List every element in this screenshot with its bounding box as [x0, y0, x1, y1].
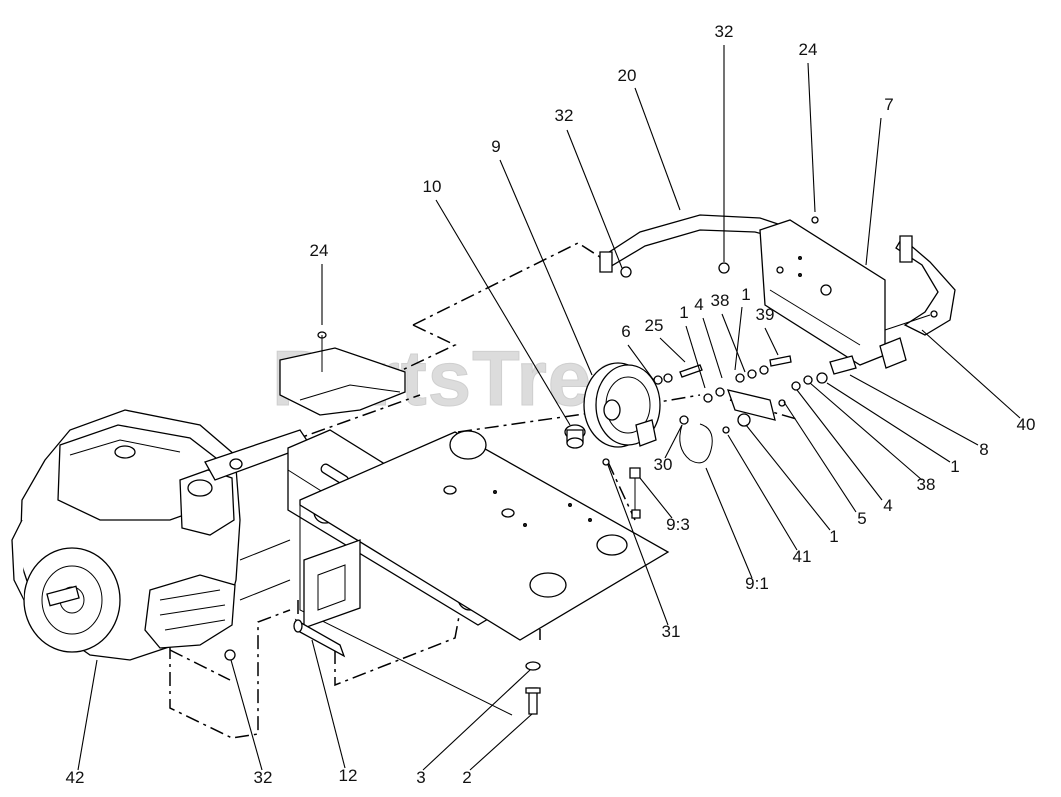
callout-c-32b: 32 — [555, 106, 574, 125]
callout-c-9-1: 9:1 — [745, 574, 769, 593]
callout-c-38b: 38 — [917, 475, 936, 494]
callout-c-9: 9 — [491, 137, 500, 156]
leader-lines — [77, 45, 1021, 771]
callout-c-1d: 1 — [829, 527, 838, 546]
callout-c-25: 25 — [645, 316, 664, 335]
callout-c-38a: 38 — [711, 291, 730, 310]
upper-left-bracket — [279, 331, 406, 416]
callout-c-32a: 32 — [715, 22, 734, 41]
callout-c-32c: 32 — [254, 768, 273, 787]
callout-c-24b: 24 — [310, 241, 329, 260]
callout-c-1b: 1 — [679, 303, 688, 322]
callout-c-39: 39 — [756, 305, 775, 324]
callout-c-4a: 4 — [694, 295, 703, 314]
callout-c-40: 40 — [1017, 415, 1036, 434]
front-pin — [224, 618, 346, 661]
rear-plate — [759, 219, 886, 366]
callout-c-10: 10 — [423, 177, 442, 196]
callout-c-41: 41 — [793, 547, 812, 566]
callout-c-6: 6 — [621, 322, 630, 341]
callout-c-42: 42 — [66, 768, 85, 787]
hardware-cluster — [602, 216, 857, 519]
callout-c-12: 12 — [339, 766, 358, 785]
callout-c-5: 5 — [857, 509, 866, 528]
callout-c-2: 2 — [462, 768, 471, 787]
callout-c-20: 20 — [618, 66, 637, 85]
bolt-washer — [525, 661, 541, 715]
callout-c-8: 8 — [979, 440, 988, 459]
callout-c-7: 7 — [884, 95, 893, 114]
callout-c-30: 30 — [654, 455, 673, 474]
callout-c-3: 3 — [416, 768, 425, 787]
callout-c-31: 31 — [662, 622, 681, 641]
base-plate — [299, 430, 670, 716]
callout-c-4b: 4 — [883, 496, 892, 515]
callout-c-9-3: 9:3 — [666, 515, 690, 534]
engine — [11, 409, 311, 661]
side-bumper — [879, 235, 956, 369]
callout-c-1c: 1 — [950, 457, 959, 476]
callout-c-1a: 1 — [741, 285, 750, 304]
clutch-pulley — [564, 362, 661, 449]
callout-c-24a: 24 — [799, 40, 818, 59]
